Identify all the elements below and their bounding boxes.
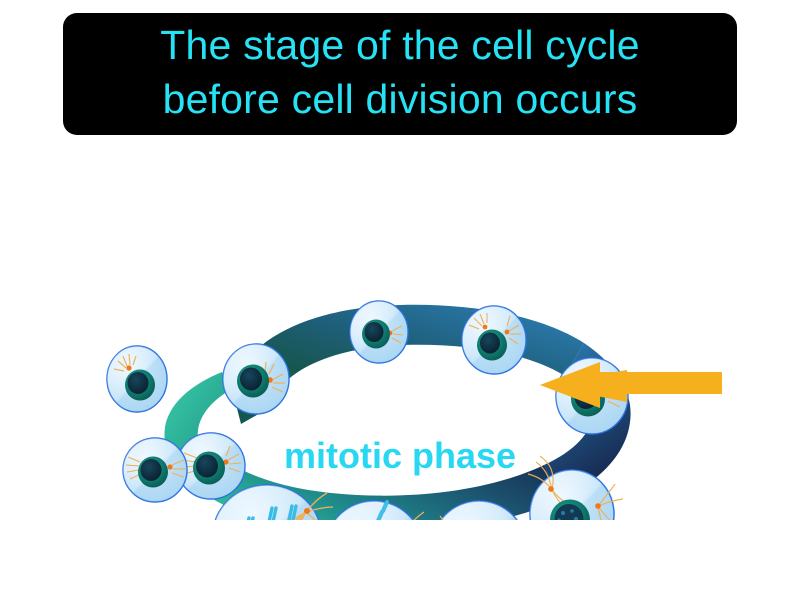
nucleolus <box>364 322 384 342</box>
centrosome-aster <box>113 353 137 372</box>
condensed-chromatin <box>554 504 584 520</box>
cell-cycle-diagram: mitotic phase <box>0 140 800 520</box>
centrosome-aster-left <box>468 313 488 330</box>
cell-g1-late <box>222 343 290 415</box>
centrosome-right <box>504 329 510 335</box>
centrosome-left <box>548 486 554 492</box>
chromosome-speckles <box>557 509 579 520</box>
cell-cycle-illustration <box>106 300 722 520</box>
cell-anaphase <box>334 499 425 520</box>
centrosome <box>223 459 229 465</box>
centrosome-aster <box>391 325 404 344</box>
centrosome <box>167 464 173 470</box>
nucleolus <box>480 332 500 354</box>
cell-g1-early <box>106 345 168 413</box>
cell-g2-early <box>461 305 527 375</box>
chromosomes <box>376 499 390 520</box>
aster-left <box>125 456 142 480</box>
chromosomes-metaphase-plate <box>246 504 298 520</box>
cell-telophase <box>439 500 518 520</box>
nucleolus <box>140 459 162 481</box>
centrosome-right <box>304 508 310 514</box>
centrosome-right <box>595 503 601 509</box>
centrosome-aster-right <box>506 315 521 345</box>
definition-card: The stage of the cell cycle before cell … <box>63 13 737 135</box>
nucleolus <box>240 367 262 391</box>
spindle-fibers <box>413 511 425 520</box>
centrosome-left <box>482 324 488 330</box>
stage-pointer-arrow[interactable] <box>540 362 722 408</box>
cell-daughter-b <box>176 432 246 500</box>
cell-daughter-a <box>122 437 188 503</box>
definition-line-1: The stage of the cell cycle <box>160 22 640 68</box>
cell-prophase <box>527 455 624 520</box>
centrosome <box>126 365 132 371</box>
nucleolus <box>196 454 218 478</box>
aster-right <box>225 445 242 473</box>
cell-s-phase <box>349 300 409 364</box>
definition-line-2: before cell division occurs <box>162 76 638 122</box>
spindle-fibers <box>439 515 517 520</box>
nucleolus <box>127 372 149 394</box>
aster-right <box>171 459 186 478</box>
cell-metaphase <box>214 484 334 520</box>
